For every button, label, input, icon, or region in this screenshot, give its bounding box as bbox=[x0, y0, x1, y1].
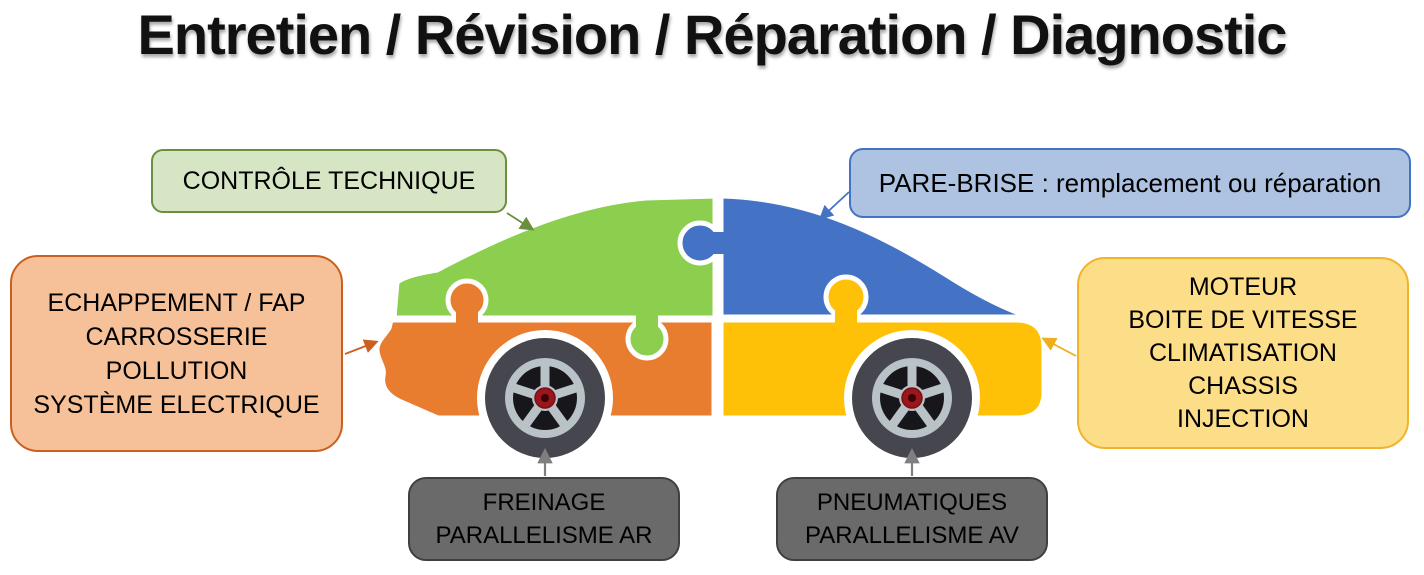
blue-knob-neck bbox=[706, 232, 728, 254]
label-line: ECHAPPEMENT / FAP bbox=[47, 288, 306, 317]
arrow-controle-to-roof bbox=[506, 212, 535, 231]
label-line: POLLUTION bbox=[105, 356, 248, 385]
label-line: CLIMATISATION bbox=[1149, 338, 1337, 367]
orange-knob-neck bbox=[456, 304, 478, 326]
arrow-moteur-to-body bbox=[1041, 337, 1077, 357]
label-line: MOTEUR bbox=[1188, 272, 1298, 301]
puzzle-knobs bbox=[445, 220, 869, 361]
yellow-knob-neck bbox=[835, 303, 857, 325]
label-pare-brise: PARE-BRISE : remplacement ou réparation bbox=[849, 148, 1411, 218]
page-title: Entretien / Révision / Réparation / Diag… bbox=[137, 3, 1288, 66]
label-line: PNEUMATIQUES bbox=[816, 489, 1008, 516]
label-line: FREINAGE bbox=[482, 489, 606, 516]
car-roof-rear-piece bbox=[718, 193, 1032, 320]
label-line: CHASSIS bbox=[1188, 371, 1298, 400]
rear-hub-center bbox=[908, 394, 916, 402]
label-line: BOITE DE VITESSE bbox=[1128, 305, 1358, 334]
label-freinage: FREINAGE PARALLELISME AR bbox=[408, 477, 680, 561]
rear-wheel bbox=[852, 338, 972, 458]
label-echappement: ECHAPPEMENT / FAP CARROSSERIE POLLUTION … bbox=[10, 255, 343, 452]
green-knob-neck bbox=[636, 308, 658, 328]
arrow-echappement-to-body bbox=[344, 339, 379, 355]
label-controle-technique: CONTRÔLE TECHNIQUE bbox=[151, 149, 507, 213]
car-roof-front-piece bbox=[391, 193, 718, 321]
label-text: CONTRÔLE TECHNIQUE bbox=[182, 166, 476, 195]
label-text: PARE-BRISE : remplacement ou réparation bbox=[878, 167, 1382, 198]
front-wheel bbox=[485, 338, 605, 458]
label-line: PARALLELISME AV bbox=[805, 522, 1019, 549]
label-moteur: MOTEUR BOITE DE VITESSE CLIMATISATION CH… bbox=[1077, 257, 1409, 449]
label-line: CARROSSERIE bbox=[85, 322, 268, 351]
front-hub-center bbox=[541, 394, 549, 402]
label-line: PARALLELISME AR bbox=[435, 522, 653, 549]
label-line: SYSTÈME ELECTRIQUE bbox=[33, 390, 320, 419]
arrow-parebrise-to-roof bbox=[818, 191, 850, 220]
label-line: INJECTION bbox=[1177, 404, 1309, 433]
label-pneumatiques: PNEUMATIQUES PARALLELISME AV bbox=[776, 477, 1048, 561]
